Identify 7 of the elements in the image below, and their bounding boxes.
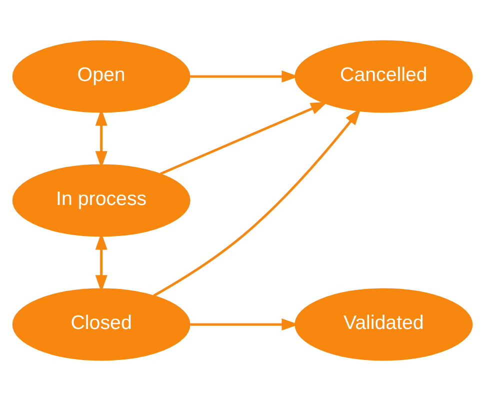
arrow [153,108,362,296]
node-ellipse: Validated [294,288,473,360]
arrow [160,101,328,174]
node-ellipse: Open [12,40,190,112]
node-ellipse: Closed [12,288,190,360]
node-ellipse: In process [12,164,190,236]
node-ellipse: Cancelled [294,40,473,112]
